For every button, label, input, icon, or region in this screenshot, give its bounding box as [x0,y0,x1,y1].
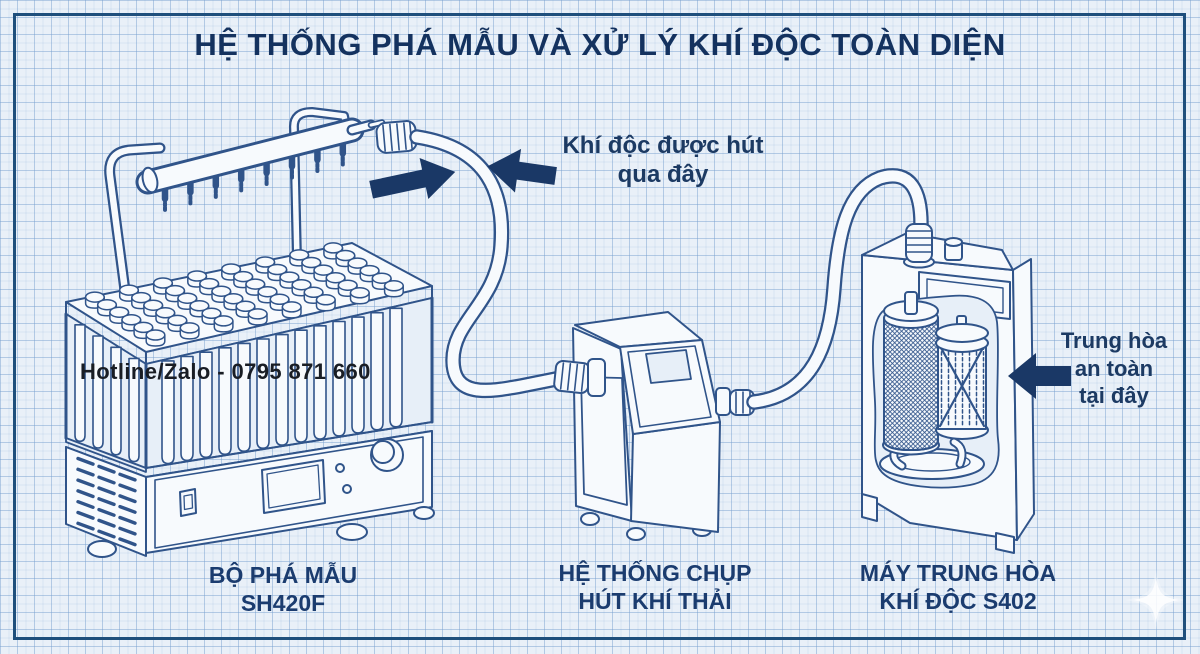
extractor-inlet-connector [553,358,606,397]
neutralize-arrow-left-icon [1008,353,1071,399]
neutralizer-drawing [861,232,1035,554]
flow-arrow-right-icon [369,157,456,200]
neutralizer-inlet-connector [903,223,963,269]
tube-caps-grid [84,242,404,347]
vent-slats [76,456,137,547]
test-tubes-left-face [74,324,140,463]
fume-extractor-drawing [572,311,721,541]
digester-unit-drawing [64,107,435,558]
sparkle-logo-icon [1124,568,1188,632]
hose-extractor-to-neutralizer [746,168,929,410]
hose-digester-to-extractor [375,120,564,399]
suction-arrow-left-icon [487,148,557,193]
